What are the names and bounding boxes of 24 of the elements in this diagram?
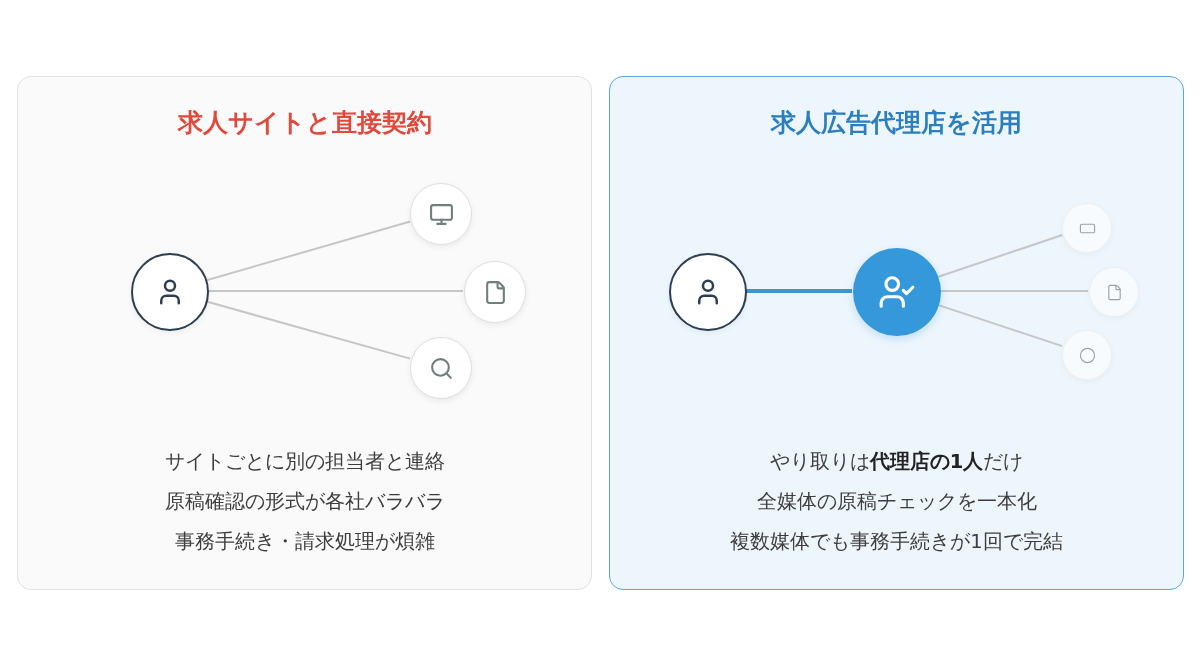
comparison-panel: [609, 76, 1184, 590]
connector-line: [939, 290, 1089, 292]
connector-line: [936, 234, 1064, 278]
icon-circle: [853, 248, 941, 336]
description-text: 全媒体の原稿チェックを一本化: [756, 489, 1037, 515]
icon-circle: [410, 183, 472, 245]
description-text: 原稿確認の形式が各社バラバラ: [164, 489, 445, 515]
connector-line: [207, 290, 464, 292]
description-text: サイトごとに別の担当者と連絡: [164, 449, 445, 475]
connector-line: [936, 303, 1064, 348]
icon-circle: [410, 337, 472, 399]
icon-circle: [464, 261, 526, 323]
connector-line: [205, 300, 412, 360]
connector-line: [205, 220, 412, 282]
description-text: やり取りは代理店の1人だけ: [769, 449, 1024, 475]
description-text: 事務手続き・請求処理が煩雑: [174, 529, 435, 555]
connector-line: [746, 289, 852, 293]
panel-title: 求人広告代理店を活用: [771, 107, 1022, 139]
icon-circle: [1089, 267, 1139, 317]
comparison-panel: [17, 76, 592, 590]
icon-circle: [1062, 330, 1112, 380]
icon-circle: [1062, 203, 1112, 253]
panel-title: 求人サイトと直接契約: [177, 107, 432, 139]
description-text: 複数媒体でも事務手続きが1回で完結: [730, 529, 1063, 555]
